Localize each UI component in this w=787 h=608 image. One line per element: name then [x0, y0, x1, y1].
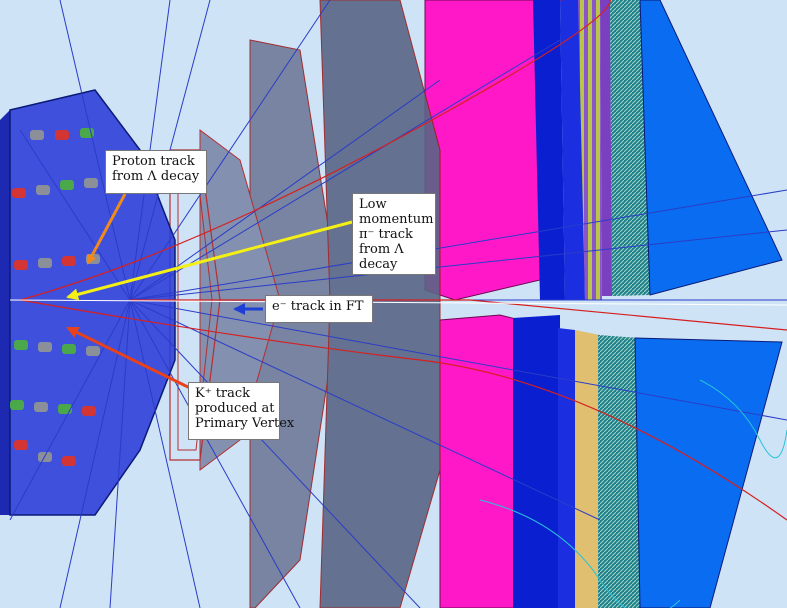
electron-callout-line: e⁻ track in FT: [272, 299, 364, 314]
proton-callout-line: from Λ decay: [112, 169, 200, 184]
red-tracks: [19, 0, 787, 521]
kaon-callout: K⁺ track produced at Primary Vertex: [188, 382, 295, 440]
pion-callout-line: decay: [359, 257, 398, 272]
pion-callout: Low momentum π⁻ track from Λ decay: [352, 193, 436, 275]
proton-callout: Proton track from Λ decay: [105, 150, 207, 194]
pion-callout-line: from Λ: [359, 242, 404, 257]
kaon-callout-line: produced at: [195, 401, 275, 416]
electron-callout: e⁻ track in FT: [265, 295, 373, 323]
beam-axis: [9, 299, 787, 306]
cyan-tracks: [479, 379, 787, 608]
pion-arrow: [66, 220, 353, 301]
pion-callout-line: π⁻ track: [359, 227, 413, 242]
target-vessel: [0, 89, 176, 516]
proton-callout-line: Proton track: [112, 154, 195, 169]
upper-calorimeter: [424, 0, 783, 301]
kaon-arrow: [66, 326, 191, 390]
pion-callout-line: Low: [359, 197, 387, 212]
kaon-callout-line: K⁺ track: [195, 386, 251, 401]
pion-callout-line: momentum: [359, 212, 434, 227]
kaon-callout-line: Primary Vertex: [195, 416, 295, 431]
proton-arrow: [86, 193, 127, 265]
lower-calorimeter: [439, 314, 783, 608]
calorimeter-crystals: [10, 128, 100, 466]
